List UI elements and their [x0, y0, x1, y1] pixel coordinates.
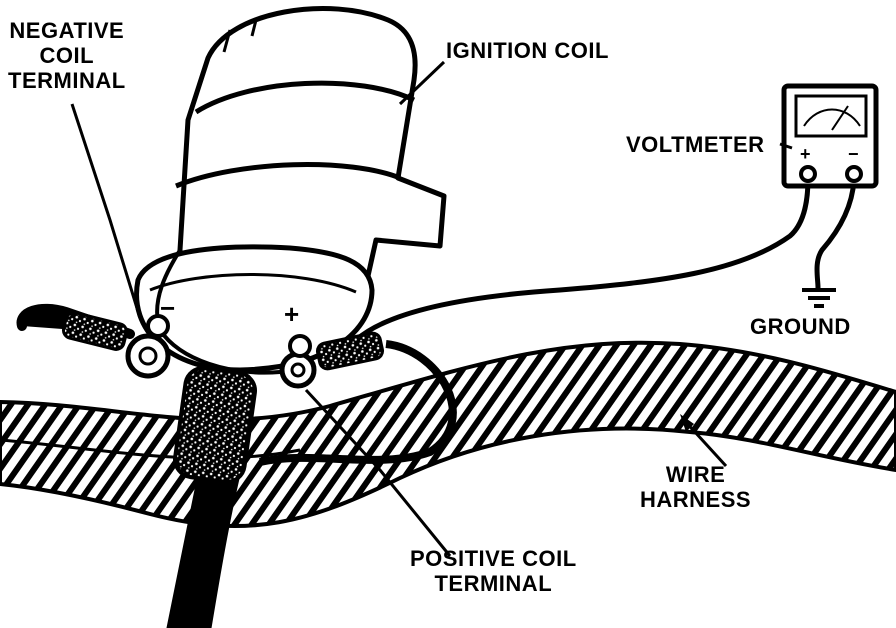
wire-harness-label: WIRE HARNESS: [640, 462, 752, 512]
high-tension-lead: [166, 365, 257, 628]
ground-symbol: [802, 288, 836, 308]
voltmeter-positive-lead: [354, 177, 811, 342]
leader-lines: [70, 60, 793, 557]
ignition-coil-label: IGNITION COIL: [446, 38, 609, 63]
ground-lead: [814, 179, 857, 289]
negative-polarity-mark: −: [160, 293, 176, 323]
voltmeter: [781, 83, 879, 189]
negative-coil-terminal-label: NEGATIVE COIL TERMINAL: [8, 18, 126, 93]
wire-harness-arrow-icon: [680, 414, 694, 432]
positive-coil-terminal-label: POSITIVE COIL TERMINAL: [410, 546, 577, 596]
voltmeter-positive-terminal-icon: [799, 165, 817, 183]
negative-coil-terminal: [125, 314, 171, 379]
voltmeter-negative-terminal-icon: [845, 165, 863, 183]
voltmeter-minus-mark: −: [848, 144, 860, 164]
positive-polarity-mark: +: [284, 299, 300, 329]
harness-tap-wire: [259, 340, 457, 466]
negative-terminal-lead: [16, 303, 135, 351]
positive-coil-terminal: [279, 331, 385, 389]
voltmeter-label: VOLTMETER: [626, 132, 765, 157]
voltmeter-plus-mark: +: [800, 144, 812, 164]
ground-label: GROUND: [750, 314, 851, 339]
